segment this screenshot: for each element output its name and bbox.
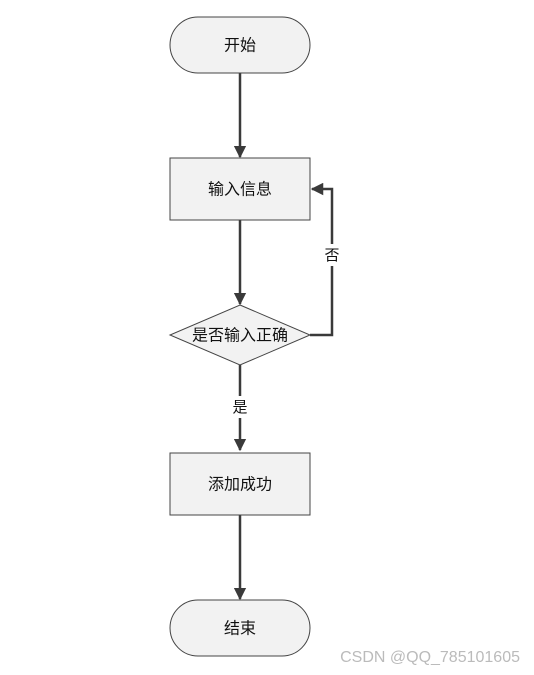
node-success-label: 添加成功 — [208, 475, 272, 494]
watermark-text: CSDN @QQ_785101605 — [340, 649, 520, 666]
node-check-label: 是否输入正确 — [192, 326, 288, 345]
node-input-shape — [169, 157, 311, 221]
edge-check-to-input: 否 — [310, 182, 342, 337]
edge-check-to-success: 是 — [230, 365, 250, 452]
edge-e4-label: 否 — [324, 246, 339, 264]
edges-layer: 是否 — [230, 73, 342, 601]
edge-e3-label-bg — [230, 396, 250, 418]
node-start-label: 开始 — [224, 36, 256, 55]
node-end-label: 结束 — [224, 619, 256, 638]
edge-e4-label-bg — [322, 244, 342, 266]
node-end: 结束 — [169, 599, 311, 657]
node-success-shape — [169, 452, 311, 516]
node-input-label: 输入信息 — [208, 180, 272, 199]
node-start-shape — [169, 16, 311, 74]
edge-e3-label: 是 — [232, 398, 247, 416]
node-success: 添加成功 — [169, 452, 311, 516]
node-check: 是否输入正确 — [168, 304, 312, 366]
node-end-shape — [169, 599, 311, 657]
node-check-shape — [168, 304, 312, 366]
node-start: 开始 — [169, 16, 311, 74]
node-input: 输入信息 — [169, 157, 311, 221]
